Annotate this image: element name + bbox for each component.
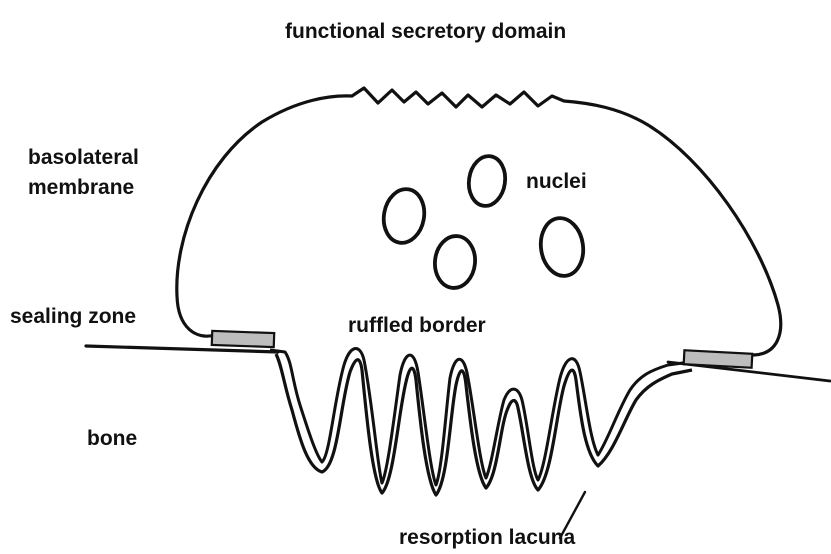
label-nuclei: nuclei	[526, 170, 587, 193]
label-basolateral: basolateral	[28, 146, 139, 169]
label-functional-secretory-domain: functional secretory domain	[285, 20, 566, 43]
label-membrane: membrane	[28, 176, 134, 199]
nucleus-3	[432, 234, 477, 290]
sealing-zone-left	[212, 331, 274, 347]
sealing-zone-right	[684, 350, 753, 368]
label-bone: bone	[87, 427, 137, 450]
label-resorption-lacuna: resorption lacuna	[399, 526, 576, 549]
nucleus-1	[466, 154, 509, 209]
label-ruffled-border: ruffled border	[348, 314, 486, 337]
nucleus-2	[380, 186, 429, 246]
label-sealing-zone: sealing zone	[10, 305, 136, 328]
nucleus-4	[537, 215, 587, 278]
